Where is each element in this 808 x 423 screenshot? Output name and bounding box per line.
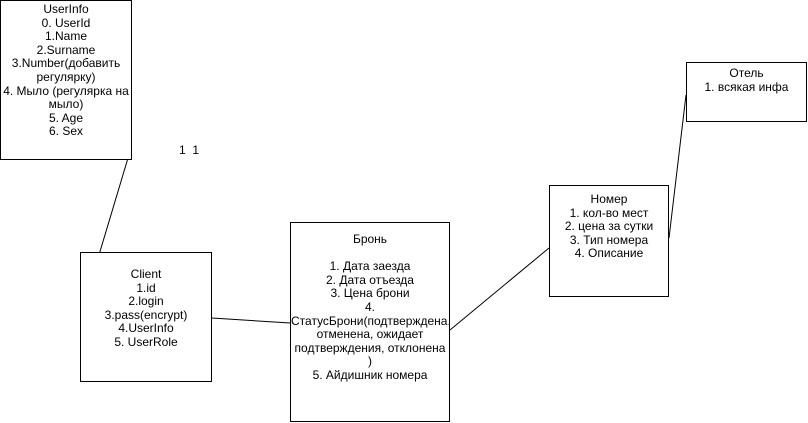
- client-field: 3.pass(encrypt): [104, 307, 188, 322]
- userinfo-field: 1.Name: [44, 29, 88, 44]
- nomer-title: Номер: [590, 192, 628, 206]
- connector-client-bron: [211, 317, 291, 324]
- bron-field: ): [368, 354, 372, 369]
- otel-title: Отель: [729, 66, 764, 80]
- multiplicity-label: 1 1: [179, 143, 200, 157]
- bron-field: СтатусБрони(подтверждена,: [291, 313, 451, 328]
- client-field: 5. UserRole: [114, 334, 178, 349]
- nomer-field: 2. цена за сутки: [564, 219, 654, 234]
- nomer-field: 1. кол-во мест: [569, 205, 649, 220]
- bron-field: 2. Дата отъезда: [326, 272, 414, 287]
- userinfo-field: 3.Number(добавить: [11, 56, 121, 71]
- connector-bron-nomer: [449, 247, 550, 331]
- bron-field: подтверждения, отклонена: [294, 340, 446, 355]
- client-entity-box[interactable]: Client 1.id 2.login 3.pass(encrypt) 4.Us…: [80, 252, 212, 382]
- nomer-field: 3. Тип номера: [569, 232, 649, 247]
- connector-nomer-otel: [668, 94, 687, 239]
- userinfo-field: регулярку): [36, 69, 96, 84]
- userinfo-field: мыло): [48, 97, 84, 112]
- client-title: Client: [130, 267, 162, 281]
- userinfo-entity-box[interactable]: UserInfo 0. UserId 1.Name 2.Surname 3.Nu…: [0, 0, 132, 160]
- otel-entity-box[interactable]: Отель 1. всякая инфа: [686, 62, 807, 122]
- bron-title: Бронь: [352, 232, 388, 246]
- client-field: 2.login: [128, 294, 164, 309]
- userinfo-field: 6. Sex: [48, 124, 84, 139]
- client-field: 4.UserInfo: [118, 321, 174, 336]
- client-field: 1.id: [136, 280, 156, 295]
- bron-entity-box[interactable]: Бронь 1. Дата заезда 2. Дата отъезда 3. …: [290, 222, 451, 422]
- otel-field: 1. всякая инфа: [704, 79, 789, 94]
- bron-field: отменена, ожидает: [316, 327, 424, 342]
- bron-field: 1. Дата заезда: [329, 259, 411, 274]
- bron-field: 4.: [364, 299, 375, 314]
- bron-spacer: [291, 247, 449, 261]
- bron-field: 3. Цена брони: [330, 286, 410, 301]
- nomer-field: 4. Описание: [574, 246, 644, 261]
- nomer-entity-box[interactable]: Номер 1. кол-во мест 2. цена за сутки 3.…: [549, 185, 669, 297]
- userinfo-field: 2.Surname: [36, 42, 96, 57]
- userinfo-field: 5. Age: [48, 110, 84, 125]
- userinfo-field: 4. Мыло (регулярка на: [3, 83, 129, 98]
- bron-field: 5. Айдишник номера: [312, 367, 428, 382]
- userinfo-title: UserInfo: [43, 2, 89, 16]
- userinfo-field: 0. UserId: [41, 15, 91, 30]
